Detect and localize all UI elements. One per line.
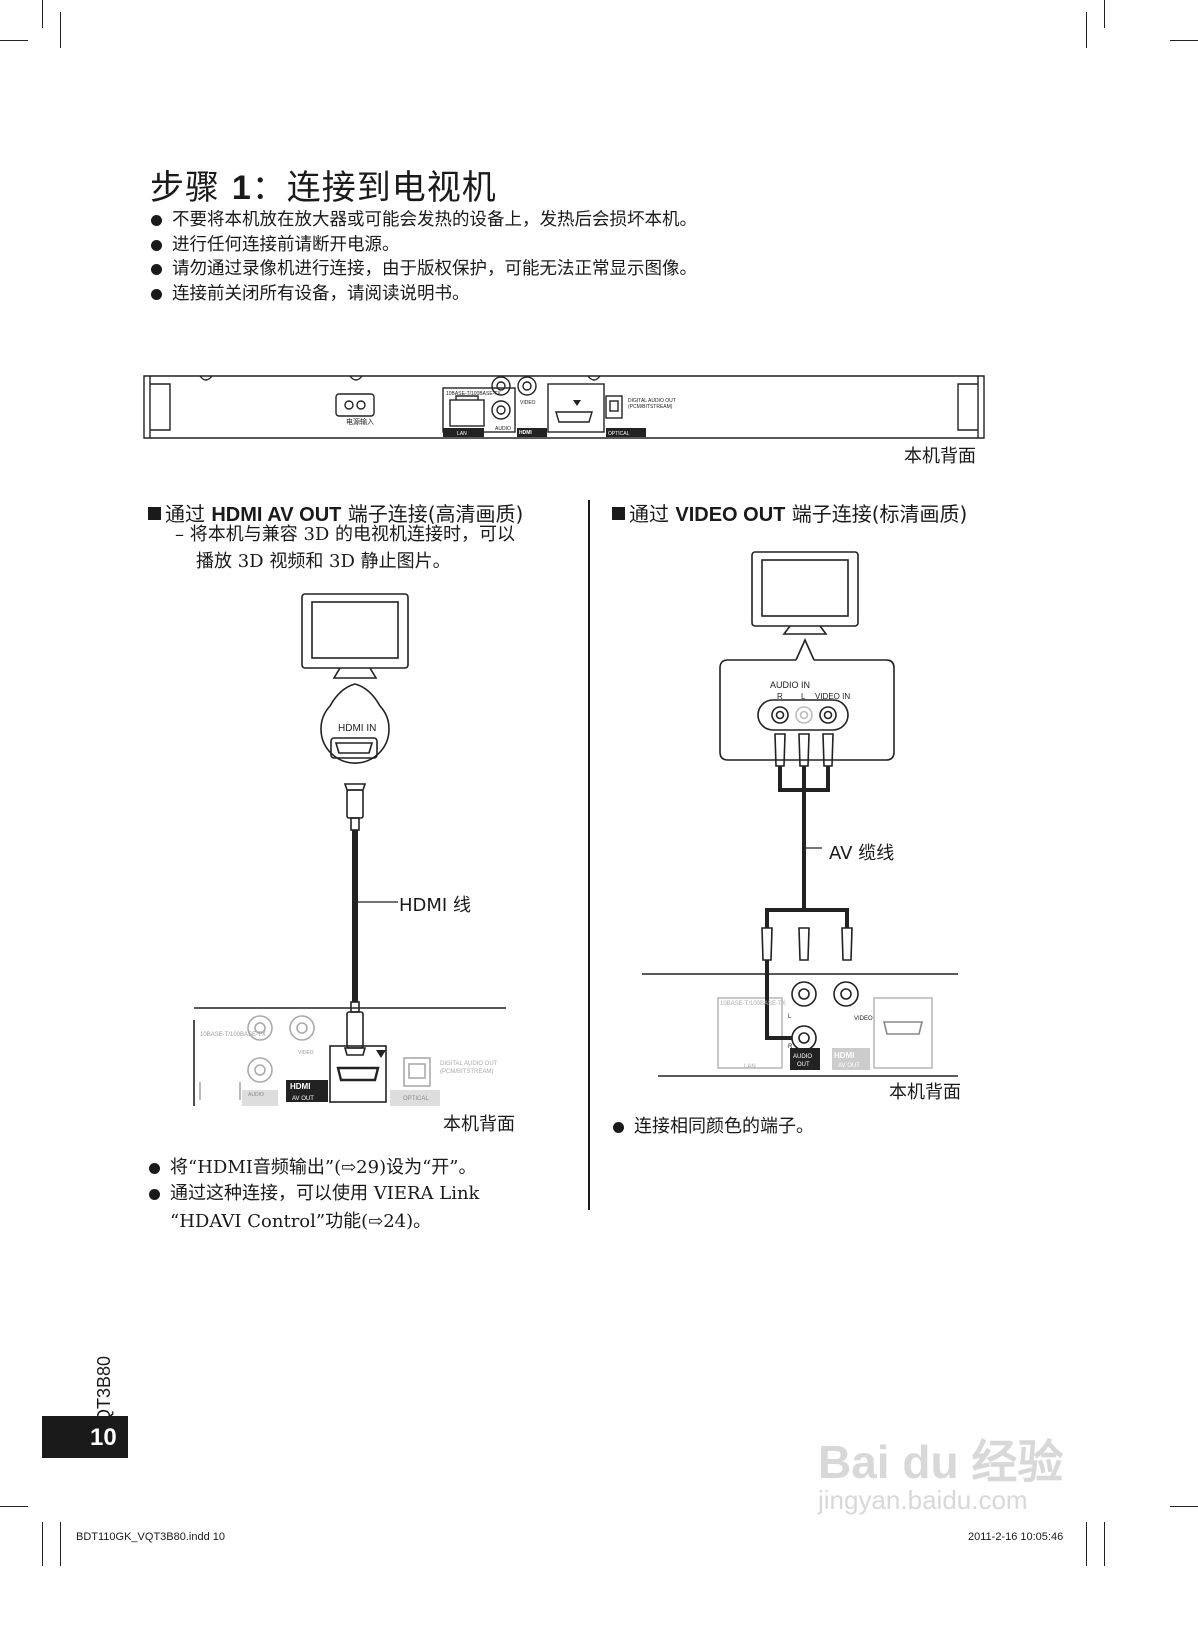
hdmi-3d-note: – 将本机与兼容 3D 的电视机连接时，可以 [175, 524, 516, 545]
list-item: 将“HDMI音频输出”(⇨29)设为“开”。 [148, 1155, 479, 1181]
digital-audio-out-sublabel: (PCM/BITSTREAM) [628, 404, 673, 410]
video-out-label: VIDEO [854, 1016, 873, 1022]
list-item: 连接前关闭所有设备，请阅读说明书。 [150, 282, 697, 307]
digital-audio-out-label: DIGITAL AUDIO OUT [440, 1061, 498, 1067]
digital-audio-out-sublabel: (PCM/BITSTREAM) [440, 1069, 493, 1075]
hdmi-logo: HDMI [834, 1051, 854, 1060]
list-item: 连接相同颜色的端子。 [612, 1114, 814, 1140]
video-out-label: VIDEO [298, 1050, 314, 1056]
page-number: 10 [90, 1424, 117, 1451]
list-item: 通过这种连接，可以使用 VIERA Link [148, 1181, 479, 1207]
lan-spec-label: 10BASE-T/100BASE-TX [200, 1032, 266, 1038]
lan-spec-label: 10BASE-T/100BASE-TX [446, 391, 501, 397]
footer-timestamp: 2011-2-16 10:05:46 [968, 1531, 1064, 1543]
watermark-url: jingyan.baidu.com [818, 1485, 1028, 1515]
audio-out-label: AUDIO [793, 1054, 812, 1060]
audio-out-label: AUDIO [248, 1092, 264, 1098]
section-heading-hdmi: 通过 HDMI AV OUT 端子连接(高清画质) [148, 498, 523, 527]
crop-mark [0, 40, 28, 41]
crop-mark [42, 1522, 43, 1566]
hdmi-logo: HDMI [290, 1082, 310, 1091]
hdmi-notes: 将“HDMI音频输出”(⇨29)设为“开”。 通过这种连接，可以使用 VIERA… [148, 1155, 479, 1207]
video-out-label: VIDEO [520, 400, 536, 406]
crop-mark [1104, 0, 1105, 28]
jack-r-label: R [788, 1044, 793, 1050]
list-item: 进行任何连接前请断开电源。 [150, 233, 697, 258]
footer-filename: BDT110GK_VQT3B80.indd 10 [76, 1531, 225, 1543]
warning-list: 不要将本机放在放大器或可能会发热的设备上，发热后会损坏本机。 进行任何连接前请断… [150, 208, 697, 306]
lan-spec-label: 10BASE-T/100BASE-TX [720, 1001, 786, 1007]
page-title: 步骤 1：连接到电视机 [150, 168, 497, 208]
square-bullet-icon [148, 507, 161, 520]
audio-in-r-label: R [777, 692, 783, 701]
hdmi-cable-label: HDMI 线 [399, 895, 471, 916]
crop-mark [1104, 1522, 1105, 1566]
lan-label: LAN [457, 431, 467, 437]
column-divider [588, 500, 590, 1210]
crop-mark [1170, 1506, 1198, 1507]
section-heading-video-out: 通过 VIDEO OUT 端子连接(标清画质) [612, 498, 967, 527]
crop-mark [1086, 1522, 1087, 1566]
lan-label: LAN [744, 1064, 756, 1070]
hdmi-logo: HDMI [519, 430, 532, 436]
list-item: 不要将本机放在放大器或可能会发热的设备上，发热后会损坏本机。 [150, 208, 697, 233]
crop-mark [0, 1506, 28, 1507]
video-in-label: VIDEO IN [815, 692, 850, 701]
crop-mark [1170, 40, 1198, 41]
av-notes: 连接相同颜色的端子。 [612, 1114, 814, 1140]
av-out-label: AV OUT [292, 1096, 314, 1102]
av-out-label: AV OUT [838, 1063, 860, 1069]
optical-label: OPTICAL [608, 431, 630, 437]
jack-l-label: L [788, 1014, 792, 1020]
rear-panel-illustration: 10BASE-T/100BASE-TX LAN AUDIO VIDEO HDMI… [143, 375, 985, 439]
av-connection-diagram: AUDIO IN R L VIDEO IN AUDIO OUT HDMI AV … [642, 551, 958, 1077]
hdmi-in-label: HDMI IN [338, 723, 376, 734]
rear-panel-caption: 本机背面 [443, 1114, 515, 1135]
page-number-tab [42, 1416, 128, 1458]
audio-in-l-label: L [801, 692, 806, 701]
av-cable-label: AV 缆线 [829, 843, 895, 864]
audio-in-label: AUDIO IN [770, 680, 810, 690]
audio-out-label: AUDIO [495, 426, 511, 432]
digital-audio-out-label: DIGITAL AUDIO OUT [628, 398, 676, 404]
watermark-logo: Bai du 经验 [818, 1436, 1064, 1488]
crop-mark [60, 12, 61, 48]
rear-panel-caption: 本机背面 [904, 446, 976, 467]
crop-mark [42, 0, 43, 28]
crop-mark [60, 1522, 61, 1566]
crop-mark [1086, 12, 1087, 48]
hdmi-3d-note-line2: 播放 3D 视频和 3D 静止图片。 [196, 551, 451, 572]
power-input-label: 电源输入 [346, 417, 374, 426]
audio-out-sublabel: OUT [797, 1062, 810, 1068]
hdmi-notes-continued: “HDAVI Control”功能(⇨24)。 [170, 1211, 432, 1232]
list-item: 请勿通过录像机进行连接，由于版权保护，可能无法正常显示图像。 [150, 257, 697, 282]
square-bullet-icon [612, 507, 625, 520]
hdmi-connection-diagram: HDMI IN HDMI AV OUT 10BASE-T/100BASE-TX … [193, 593, 506, 1106]
rear-panel-caption: 本机背面 [889, 1082, 961, 1103]
optical-label: OPTICAL [403, 1096, 429, 1102]
